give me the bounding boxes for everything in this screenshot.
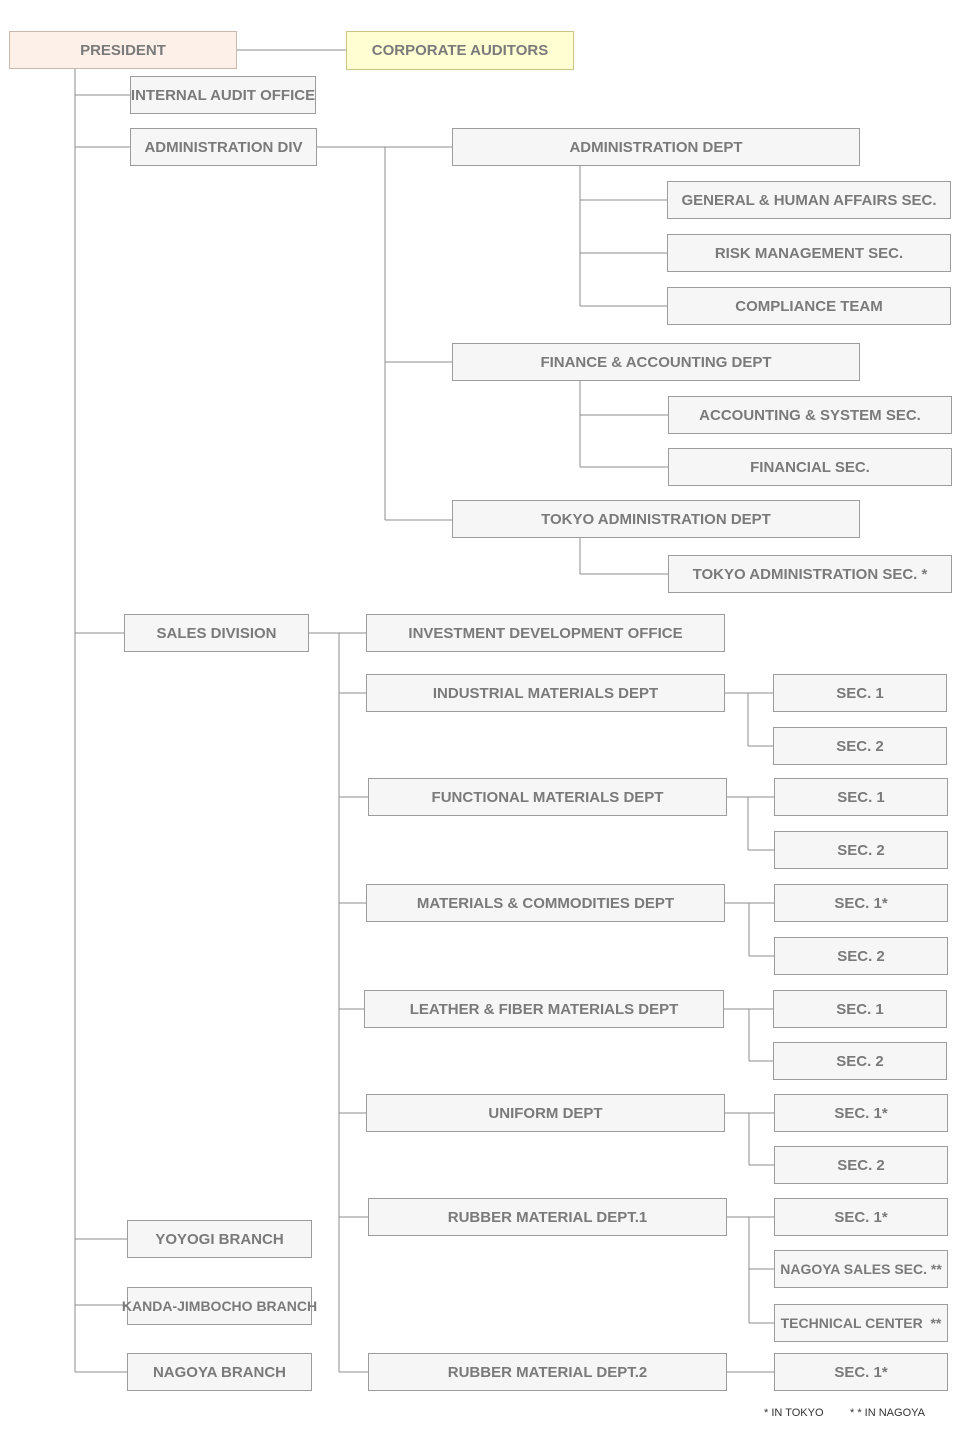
tokyo-administration-sec-box: TOKYO ADMINISTRATION SEC. * [668, 555, 952, 593]
materials-commodities-dept-box: MATERIALS & COMMODITIES DEPT [366, 884, 725, 922]
functional-sec-1-box: SEC. 1 [774, 778, 948, 816]
technical-center-box: TECHNICAL CENTER ** [774, 1304, 948, 1342]
yoyogi-branch-box: YOYOGI BRANCH [127, 1220, 312, 1258]
rubber-material-dept-1-box: RUBBER MATERIAL DEPT.1 [368, 1198, 727, 1236]
leather-sec-2-box: SEC. 2 [773, 1042, 947, 1080]
industrial-sec-1-box: SEC. 1 [773, 674, 947, 712]
tokyo-administration-dept-box: TOKYO ADMINISTRATION DEPT [452, 500, 860, 538]
legend-nagoya: * * IN NAGOYA [850, 1407, 925, 1419]
industrial-sec-2-box: SEC. 2 [773, 727, 947, 765]
president-box: PRESIDENT [9, 31, 237, 69]
functional-materials-dept-box: FUNCTIONAL MATERIALS DEPT [368, 778, 727, 816]
rubber1-sec-1-box: SEC. 1* [774, 1198, 948, 1236]
corporate-auditors-box: CORPORATE AUDITORS [346, 31, 574, 70]
commodities-sec-2-box: SEC. 2 [774, 937, 948, 975]
administration-dept-box: ADMINISTRATION DEPT [452, 128, 860, 166]
financial-sec-box: FINANCIAL SEC. [668, 448, 952, 486]
accounting-system-sec-box: ACCOUNTING & SYSTEM SEC. [668, 396, 952, 434]
uniform-sec-1-box: SEC. 1* [774, 1094, 948, 1132]
functional-sec-2-box: SEC. 2 [774, 831, 948, 869]
finance-accounting-dept-box: FINANCE & ACCOUNTING DEPT [452, 343, 860, 381]
kanda-jimbocho-branch-box: KANDA-JIMBOCHO BRANCH [122, 1287, 317, 1325]
compliance-team-box: COMPLIANCE TEAM [667, 287, 951, 325]
uniform-dept-box: UNIFORM DEPT [366, 1094, 725, 1132]
commodities-sec-1-box: SEC. 1* [774, 884, 948, 922]
rubber2-sec-1-box: SEC. 1* [774, 1353, 948, 1391]
nagoya-sales-sec-box: NAGOYA SALES SEC. ** [774, 1250, 948, 1288]
legend-tokyo: * IN TOKYO [764, 1407, 824, 1419]
industrial-materials-dept-box: INDUSTRIAL MATERIALS DEPT [366, 674, 725, 712]
uniform-sec-2-box: SEC. 2 [774, 1146, 948, 1184]
investment-development-office-box: INVESTMENT DEVELOPMENT OFFICE [366, 614, 725, 652]
general-human-affairs-sec-box: GENERAL & HUMAN AFFAIRS SEC. [667, 181, 951, 219]
internal-audit-office-box: INTERNAL AUDIT OFFICE [130, 76, 316, 114]
nagoya-branch-box: NAGOYA BRANCH [127, 1353, 312, 1391]
sales-division-box: SALES DIVISION [124, 614, 309, 652]
risk-management-sec-box: RISK MANAGEMENT SEC. [667, 234, 951, 272]
rubber-material-dept-2-box: RUBBER MATERIAL DEPT.2 [368, 1353, 727, 1391]
leather-sec-1-box: SEC. 1 [773, 990, 947, 1028]
administration-div-box: ADMINISTRATION DIV [130, 128, 317, 166]
leather-fiber-materials-dept-box: LEATHER & FIBER MATERIALS DEPT [364, 990, 724, 1028]
